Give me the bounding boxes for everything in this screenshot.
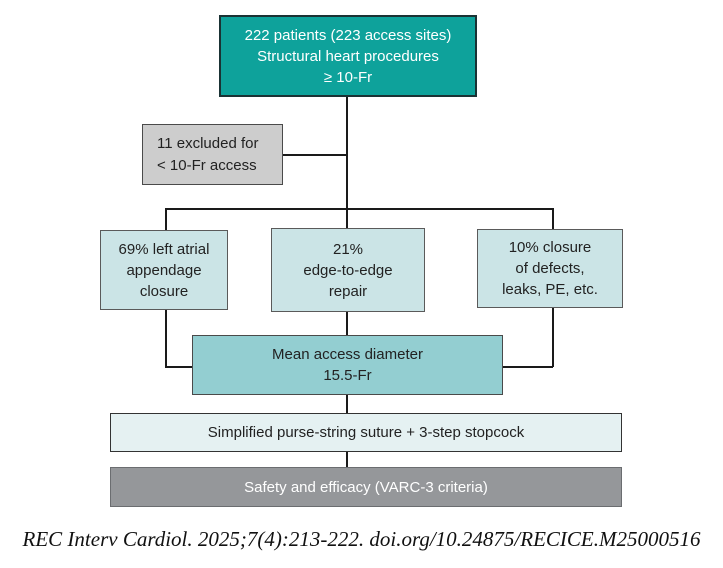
connector-excluded: [283, 154, 347, 156]
citation-caption: REC Interv Cardiol. 2025;7(4):213-222. d…: [22, 527, 701, 551]
connector-center-to-mean: [346, 312, 348, 335]
patients-box: 222 patients (223 access sites) Structur…: [219, 15, 477, 97]
connector-mean-to-suture: [346, 395, 348, 413]
laa-closure-line-1: 69% left atrial: [118, 240, 210, 258]
defect-closure-line-3: leaks, PE, etc.: [502, 281, 598, 298]
connector-branch-right: [552, 208, 554, 230]
connector-left-to-mean: [165, 366, 192, 368]
safety-box-label: Safety and efficacy (VARC-3 criteria): [244, 478, 488, 496]
connector-right-to-mean: [503, 366, 553, 368]
connector-top-to-center: [346, 97, 348, 228]
excluded-box-line-1: 11 excluded for: [157, 134, 259, 152]
mean-access-box: Mean access diameter 15.5-Fr: [192, 335, 503, 395]
mean-access-line-1: Mean access diameter: [272, 346, 423, 363]
excluded-box: 11 excluded for < 10-Fr access: [142, 124, 283, 185]
patients-box-line-2: Structural heart procedures: [257, 47, 439, 65]
edge-to-edge-line-1: 21%: [332, 240, 364, 258]
defect-closure-line-1: 10% closure: [508, 239, 592, 256]
connector-branch-left: [165, 208, 167, 230]
mean-access-line-2: 15.5-Fr: [323, 367, 372, 384]
edge-to-edge-line-3: repair: [328, 282, 368, 300]
connector-right-down: [552, 308, 554, 367]
safety-box: Safety and efficacy (VARC-3 criteria): [110, 467, 622, 507]
laa-closure-box: 69% left atrial appendage closure: [100, 230, 228, 310]
suture-box-label: Simplified purse-string suture + 3-step …: [207, 424, 525, 441]
connector-suture-to-safety: [346, 452, 348, 467]
connector-left-down: [165, 310, 167, 367]
excluded-box-line-2: < 10-Fr access: [157, 156, 257, 174]
suture-box: Simplified purse-string suture + 3-step …: [110, 413, 622, 452]
defect-closure-line-2: of defects,: [515, 260, 585, 277]
connector-branch-horizontal: [165, 208, 554, 210]
patients-box-line-3: ≥ 10-Fr: [323, 68, 373, 86]
edge-to-edge-line-2: edge-to-edge: [303, 261, 393, 279]
laa-closure-line-2: appendage: [126, 261, 202, 279]
patients-box-line-1: 222 patients (223 access sites): [244, 26, 452, 44]
edge-to-edge-box: 21% edge-to-edge repair: [271, 228, 425, 312]
laa-closure-line-3: closure: [139, 282, 189, 300]
defect-closure-box: 10% closure of defects, leaks, PE, etc.: [477, 229, 623, 308]
